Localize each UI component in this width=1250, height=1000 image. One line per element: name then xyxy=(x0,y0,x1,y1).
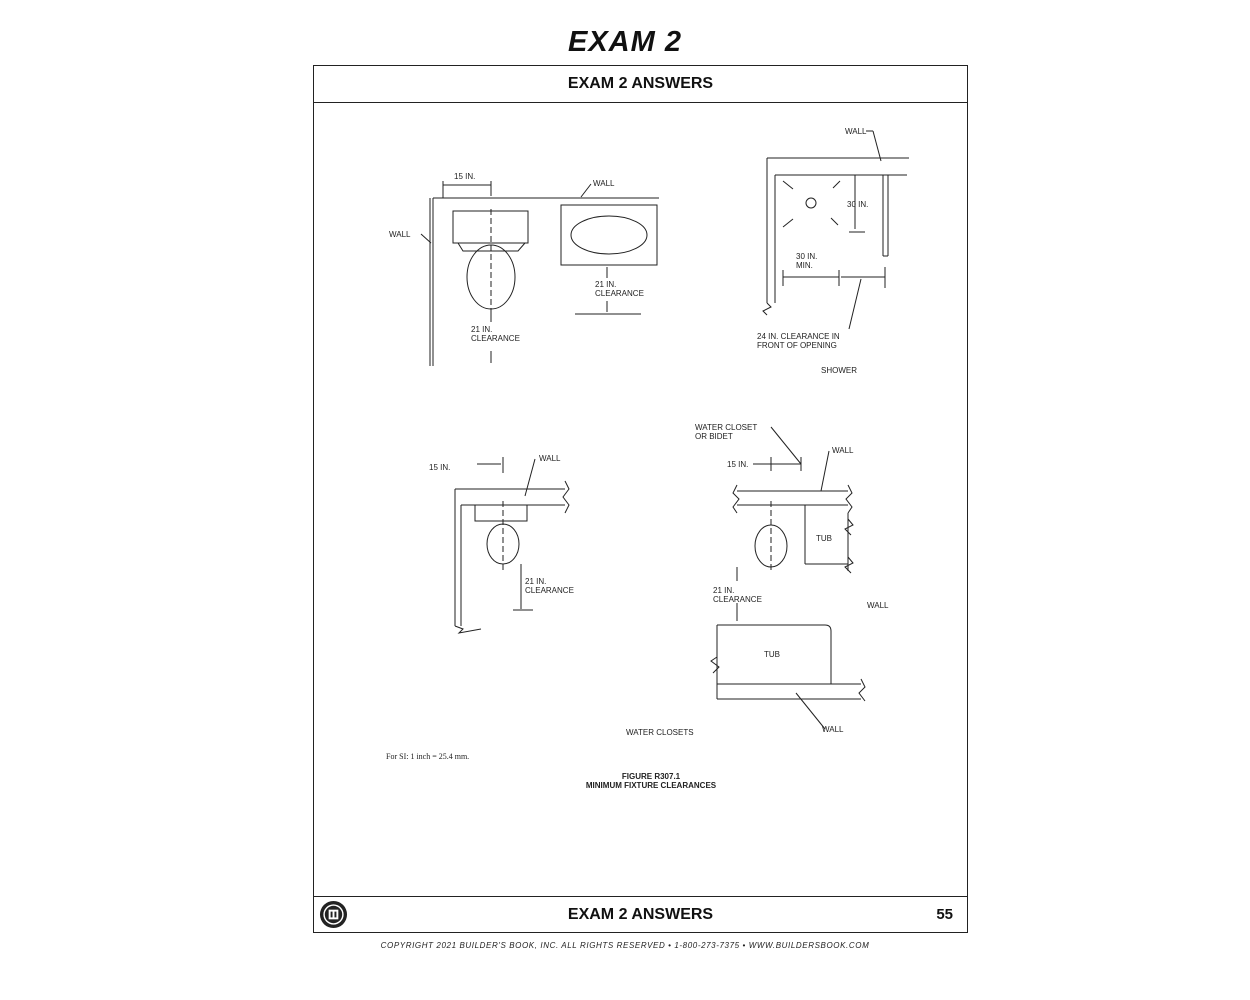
bl-clear-2: CLEARANCE xyxy=(525,586,574,595)
section-title: EXAM 2 ANSWERS xyxy=(314,66,967,103)
br-clear-2: CLEARANCE xyxy=(713,595,762,604)
shower-wall: WALL xyxy=(845,127,867,136)
tl-clear-right-1: 21 IN. xyxy=(595,280,616,289)
figure-title: MINIMUM FIXTURE CLEARANCES xyxy=(586,781,717,790)
page-frame: EXAM 2 ANSWERS EXAM 2 ANSWERS 55 xyxy=(313,65,968,933)
exam-title: EXAM 2 xyxy=(568,26,682,58)
shower-dim-30: 30 IN. xyxy=(847,200,868,209)
br-wall-bottom: WALL xyxy=(822,725,844,734)
br-clear-1: 21 IN. xyxy=(713,586,734,595)
footer-bar: EXAM 2 ANSWERS 55 xyxy=(314,896,967,932)
br-wall-right: WALL xyxy=(867,601,889,610)
top-left-plan: 15 IN. WALL WALL 21 IN. CLEARANCE 21 IN.… xyxy=(389,172,659,366)
shower-plan: WALL 30 IN. 30 IN. MIN. 24 IN. CLEARANCE… xyxy=(757,127,909,375)
bl-dim-15: 15 IN. xyxy=(429,463,450,472)
br-caption: WATER CLOSETS xyxy=(626,728,694,737)
shower-dim-30-min-2: MIN. xyxy=(796,261,813,270)
tl-wall-left: WALL xyxy=(389,230,411,239)
figure-r307-1: 15 IN. WALL WALL 21 IN. CLEARANCE 21 IN.… xyxy=(386,127,909,790)
shower-clear-1: 24 IN. CLEARANCE IN xyxy=(757,332,840,341)
tl-dim-15: 15 IN. xyxy=(454,172,475,181)
page-number: 55 xyxy=(936,906,953,923)
br-tub-upper: TUB xyxy=(816,534,832,543)
si-note: For SI: 1 inch = 25.4 mm. xyxy=(386,752,469,761)
br-tub-lower: TUB xyxy=(764,650,780,659)
figure-number: FIGURE R307.1 xyxy=(622,772,681,781)
br-wc-1: WATER CLOSET xyxy=(695,423,757,432)
bottom-right-plan: WATER CLOSET OR BIDET 15 IN. WALL TUB 21… xyxy=(626,423,889,737)
tl-clear-bottom-1: 21 IN. xyxy=(471,325,492,334)
shower-caption: SHOWER xyxy=(821,366,857,375)
bottom-left-plan: 15 IN. WALL 21 IN. CLEARANCE xyxy=(429,454,574,634)
builders-book-seal-icon xyxy=(319,900,348,929)
shower-dim-30-min-1: 30 IN. xyxy=(796,252,817,261)
copyright-line: COPYRIGHT 2021 BUILDER'S BOOK, INC. ALL … xyxy=(380,941,870,950)
bl-clear-1: 21 IN. xyxy=(525,577,546,586)
tl-clear-bottom-2: CLEARANCE xyxy=(471,334,520,343)
bl-wall: WALL xyxy=(539,454,561,463)
footer-title: EXAM 2 ANSWERS xyxy=(567,906,714,923)
tl-wall-top: WALL xyxy=(593,179,615,188)
br-wc-2: OR BIDET xyxy=(695,432,733,441)
br-dim-15: 15 IN. xyxy=(727,460,748,469)
br-wall-top: WALL xyxy=(832,446,854,455)
tl-clear-right-2: CLEARANCE xyxy=(595,289,644,298)
shower-clear-2: FRONT OF OPENING xyxy=(757,341,837,350)
